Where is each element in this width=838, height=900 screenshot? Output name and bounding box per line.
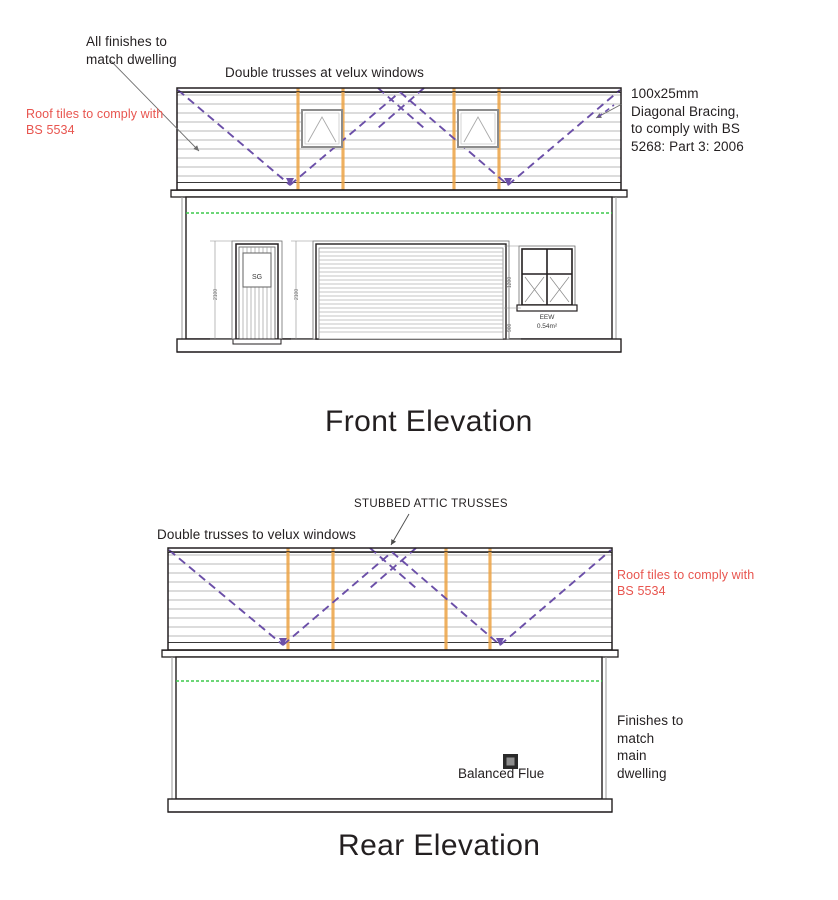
front-note-diagonal-bracing: 100x25mm Diagonal Bracing, to comply wit… (631, 86, 744, 154)
front-elevation-title: Front Elevation (325, 405, 533, 438)
rear-note-double-trusses: Double trusses to velux windows (157, 527, 356, 542)
front-note-roof-tiles: Roof tiles to comply with BS 5534 (26, 107, 164, 138)
front-elevation-drawing (109, 59, 628, 353)
garage-height-dimension: 2100 (294, 288, 300, 300)
rear-elevation-drawing (161, 513, 619, 813)
balanced-flue-icon (503, 754, 518, 769)
front-bracing-valley-arrows (286, 178, 512, 186)
front-garage-door (312, 240, 510, 340)
rear-roof-tile-courses (168, 552, 612, 643)
rear-elevation-title: Rear Elevation (338, 829, 541, 862)
door-height-dimension: 2100 (213, 288, 219, 300)
velux-window-left (301, 109, 343, 148)
front-bracing-apex-cross (377, 87, 425, 129)
front-side-window (516, 245, 578, 312)
rear-note-finishes: Finishes to match main dwelling (617, 713, 684, 781)
balanced-flue-label: Balanced Flue (458, 766, 545, 781)
front-personnel-door (231, 240, 283, 345)
rear-wall (167, 656, 613, 813)
window-eew-label: EEW (539, 314, 555, 321)
rear-diagonal-bracing (168, 549, 612, 646)
front-bracing-leader-stub (597, 104, 615, 118)
door-sg-label: SG (251, 274, 263, 281)
rear-leader-lines (390, 513, 410, 546)
rear-bracing-apex-cross (369, 547, 417, 589)
front-roof (170, 87, 628, 198)
front-dimension-lines (210, 240, 521, 340)
front-diagonal-bracing (177, 89, 621, 186)
rear-bracing-valley-arrows (279, 638, 504, 646)
window-head-dimension: 1200 (507, 276, 513, 288)
rear-note-roof-tiles: Roof tiles to comply with BS 5534 (617, 568, 755, 599)
front-note-double-trusses: Double trusses at velux windows (225, 65, 424, 80)
front-roof-tile-courses (177, 92, 621, 183)
rear-note-stubbed-attic-trusses: STUBBED ATTIC TRUSSES (354, 498, 508, 510)
garage-door-slats (319, 251, 503, 333)
window-area-label: 0.54m² (536, 323, 558, 330)
rear-roof (161, 547, 619, 658)
window-sill-dimension: 900 (507, 323, 513, 332)
velux-window-right (457, 109, 499, 148)
front-note-finishes: All finishes to match dwelling (86, 34, 177, 67)
